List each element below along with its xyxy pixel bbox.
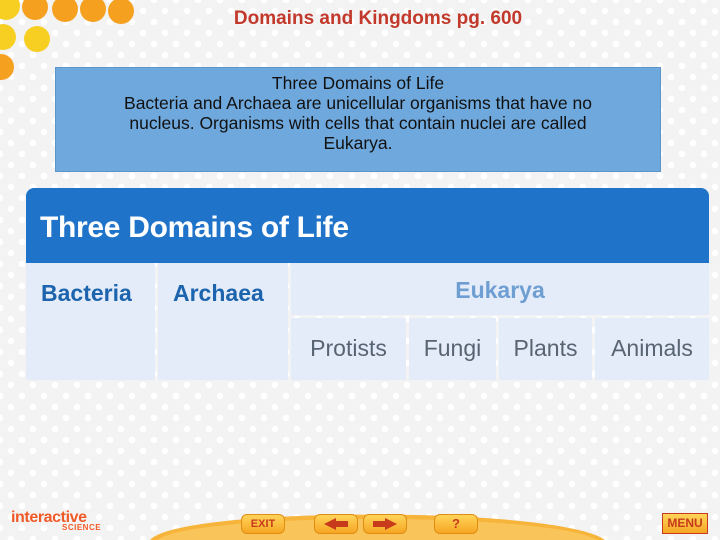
arrow-right-icon [373,518,397,530]
decor-dot [52,0,78,22]
exit-button[interactable]: EXIT [241,514,285,534]
kingdom-cell: Animals [595,318,709,380]
kingdom-label: Protists [310,335,387,361]
info-line: nucleus. Organisms with cells that conta… [129,113,587,133]
table-title: Three Domains of Life [40,211,349,244]
menu-button[interactable]: MENU [662,513,708,534]
domain-cell-bacteria: Bacteria [26,263,155,380]
interactive-science-logo: interactive [11,509,87,526]
domain-cell-eukarya: Eukarya [291,263,709,315]
domain-label: Eukarya [455,277,545,303]
decor-dot [80,0,106,22]
arrow-left-icon [324,518,348,530]
nav-bar-background [150,514,605,540]
domain-label: Bacteria [41,280,132,306]
logo-subtitle: SCIENCE [62,523,102,532]
decor-dot [24,26,50,52]
kingdom-cell: Fungi [409,318,496,380]
decor-dot [22,0,48,20]
domains-table: Three Domains of Life Bacteria Archaea E… [26,188,709,382]
info-line: Bacteria and Archaea are unicellular org… [124,93,592,113]
next-button[interactable] [363,514,407,534]
kingdom-cell: Protists [291,318,406,380]
decor-dot [0,54,14,80]
kingdom-label: Fungi [423,335,482,361]
help-button[interactable]: ? [434,514,478,534]
table-header: Three Domains of Life [26,188,709,263]
kingdom-label: Animals [611,335,693,361]
domain-cell-archaea: Archaea [158,263,288,380]
decor-dot [0,0,20,20]
kingdom-label: Plants [513,335,578,361]
page-title: Domains and Kingdoms pg. 600 [233,8,523,29]
info-box: Three Domains of Life Bacteria and Archa… [55,67,661,172]
decor-dot [108,0,134,24]
kingdom-cell: Plants [499,318,592,380]
back-button[interactable] [314,514,358,534]
decor-dot [0,24,16,50]
domain-label: Archaea [173,280,264,306]
info-line: Eukarya. [323,133,393,153]
info-heading: Three Domains of Life [271,73,445,93]
